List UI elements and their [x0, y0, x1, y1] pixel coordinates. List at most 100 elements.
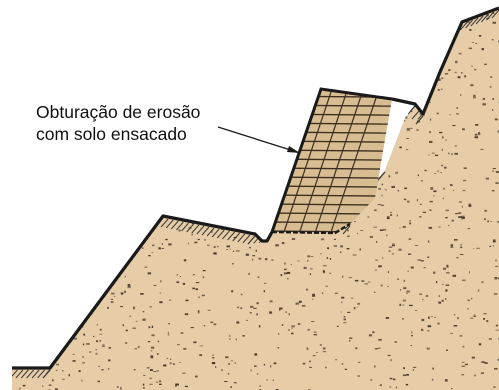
soil-speckle — [78, 370, 81, 373]
soil-speckle — [54, 183, 56, 185]
soil-speckle — [249, 312, 252, 314]
soil-speckle — [163, 364, 167, 367]
soil-speckle — [388, 250, 391, 253]
soil-speckle — [26, 213, 30, 215]
soil-speckle — [320, 32, 322, 35]
soil-speckle — [433, 190, 437, 193]
soil-speckle — [201, 294, 205, 297]
soil-speckle — [378, 187, 381, 190]
soil-speckle — [395, 171, 398, 174]
soil-speckle — [120, 222, 124, 224]
soil-speckle — [342, 275, 344, 278]
soil-speckle — [188, 144, 190, 146]
soil-speckle — [24, 197, 27, 200]
soil-speckle — [84, 239, 87, 240]
soil-speckle — [90, 99, 92, 101]
soil-speckle — [461, 217, 465, 219]
soil-speckle — [13, 230, 16, 232]
soil-speckle — [495, 182, 499, 184]
soil-speckle — [108, 191, 112, 193]
soil-speckle — [135, 166, 139, 168]
soil-speckle — [211, 362, 216, 365]
soil-speckle — [390, 211, 392, 214]
soil-speckle — [72, 62, 75, 65]
hatch-tick — [12, 369, 18, 379]
soil-speckle — [272, 166, 276, 168]
soil-speckle — [254, 129, 257, 132]
soil-speckle — [402, 299, 406, 302]
soil-speckle — [159, 379, 161, 381]
soil-speckle — [272, 379, 274, 381]
soil-speckle — [407, 270, 409, 272]
soil-speckle — [99, 339, 101, 342]
soil-speckle — [325, 285, 328, 287]
soil-speckle — [56, 205, 60, 207]
soil-speckle — [478, 132, 481, 134]
soil-speckle — [99, 25, 103, 28]
hatch-tick — [401, 104, 410, 114]
soil-speckle — [138, 18, 142, 20]
soil-speckle — [241, 56, 243, 59]
soil-speckle — [473, 315, 476, 317]
soil-speckle — [126, 244, 129, 247]
soil-speckle — [167, 184, 169, 186]
soil-speckle — [319, 55, 321, 58]
soil-speckle — [445, 284, 450, 286]
soil-speckle — [321, 81, 323, 83]
soil-speckle — [176, 201, 178, 203]
soil-speckle — [237, 59, 240, 62]
soil-speckle — [16, 153, 18, 155]
soil-speckle — [446, 272, 450, 274]
soil-speckle — [230, 386, 232, 388]
soil-speckle — [493, 239, 496, 241]
soil-speckle — [252, 104, 255, 106]
soil-speckle — [437, 170, 439, 173]
soil-speckle — [203, 325, 206, 327]
soil-speckle — [150, 350, 153, 352]
soil-speckle — [142, 383, 145, 386]
soil-speckle — [341, 53, 343, 55]
soil-speckle — [94, 235, 98, 238]
soil-speckle — [387, 286, 389, 287]
soil-speckle — [289, 63, 293, 66]
soil-speckle — [62, 55, 65, 58]
soil-speckle — [229, 248, 231, 250]
soil-speckle — [72, 360, 76, 362]
soil-speckle — [381, 183, 384, 186]
soil-speckle — [120, 387, 122, 389]
soil-speckle — [484, 63, 487, 65]
soil-speckle — [149, 66, 152, 68]
soil-speckle — [92, 193, 95, 195]
soil-speckle — [116, 170, 120, 172]
soil-speckle — [397, 278, 399, 280]
soil-speckle — [124, 290, 126, 293]
soil-speckle — [474, 136, 478, 139]
soil-speckle — [422, 299, 424, 301]
soil-speckle — [97, 81, 99, 84]
soil-speckle — [376, 241, 378, 243]
soil-speckle — [421, 95, 424, 97]
soil-speckle — [321, 238, 325, 241]
soil-speckle — [104, 226, 108, 228]
soil-speckle — [286, 66, 288, 68]
soil-speckle — [354, 221, 356, 223]
soil-speckle — [164, 30, 168, 32]
soil-speckle — [191, 233, 193, 236]
soil-speckle — [165, 9, 169, 11]
soil-speckle — [106, 24, 109, 26]
hatch-tick — [160, 218, 169, 228]
soil-mass — [12, 8, 499, 390]
soil-speckle — [258, 192, 261, 195]
soil-speckle — [33, 140, 36, 142]
soil-speckle — [446, 349, 448, 351]
soil-speckle — [404, 109, 407, 111]
soil-speckle — [404, 187, 407, 190]
soil-speckle — [57, 250, 60, 252]
soil-speckle — [421, 19, 424, 21]
soil-speckle — [402, 318, 404, 320]
soil-speckle — [171, 18, 174, 20]
soil-speckle — [357, 306, 359, 308]
soil-speckle — [19, 387, 21, 390]
soil-speckle — [461, 215, 465, 218]
soil-speckle — [51, 167, 53, 170]
